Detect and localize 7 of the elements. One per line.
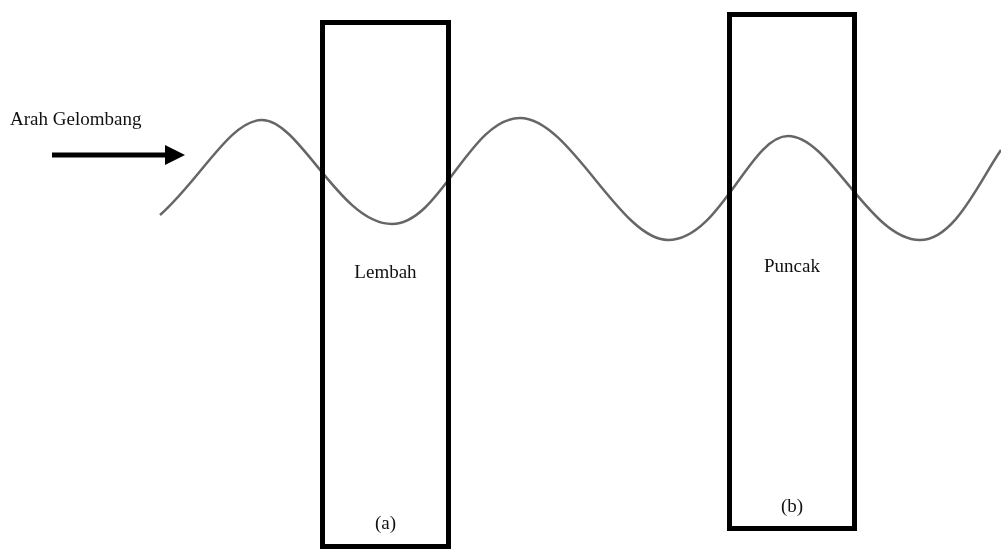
box-label: Puncak — [764, 255, 820, 277]
direction-label: Arah Gelombang — [10, 108, 142, 130]
box-label: Lembah — [354, 261, 417, 283]
box-label: (b) — [780, 495, 804, 517]
box-label: (a) — [374, 512, 397, 534]
structure-box — [320, 20, 451, 549]
structure-box — [727, 12, 857, 531]
